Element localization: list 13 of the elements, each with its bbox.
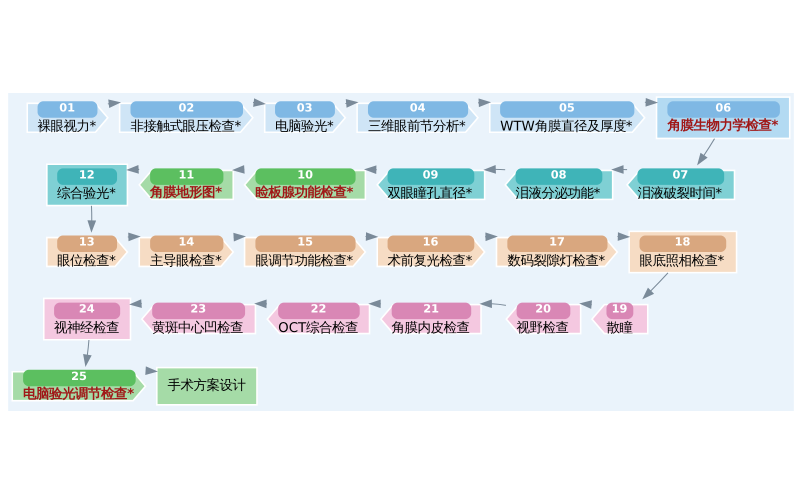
arrow: [83, 340, 92, 367]
node-box: 06 角膜生物力学检查*: [656, 96, 790, 140]
node-box: 24 视神经检查: [43, 298, 132, 341]
node-box: 12 综合验光*: [46, 163, 128, 206]
arrow: [483, 165, 506, 174]
node-box: 18 眼底照相检查*: [628, 230, 738, 274]
node-box: 手术方案设计: [156, 366, 258, 406]
arrow: [611, 165, 628, 174]
arrow: [87, 206, 96, 233]
arrow: [642, 272, 668, 300]
arrow: [697, 138, 715, 166]
arrow: [480, 299, 506, 308]
arrow: [368, 299, 381, 308]
